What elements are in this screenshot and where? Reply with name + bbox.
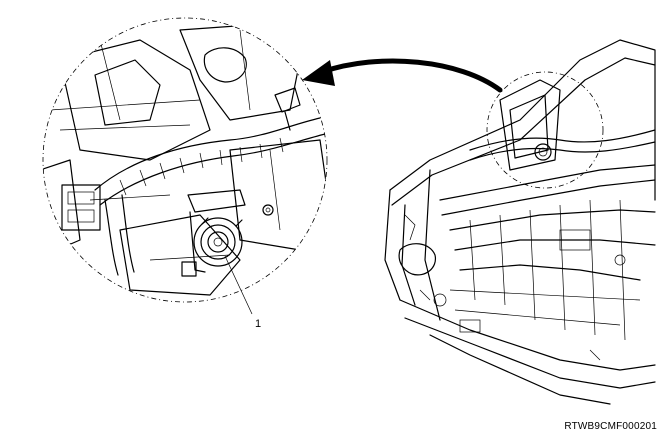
detail-contents [43,24,327,296]
horn-assembly [193,217,243,267]
detail-circle-outline [42,17,328,303]
figure-code: RTWB9CMF000201 [564,421,657,432]
curved-arrow-icon [302,58,503,93]
overview-detail-marker [486,71,604,189]
callout-number: 1 [255,318,262,330]
front-end-module [384,39,656,405]
detail-view [42,17,328,315]
callout-leader-line [224,255,253,315]
